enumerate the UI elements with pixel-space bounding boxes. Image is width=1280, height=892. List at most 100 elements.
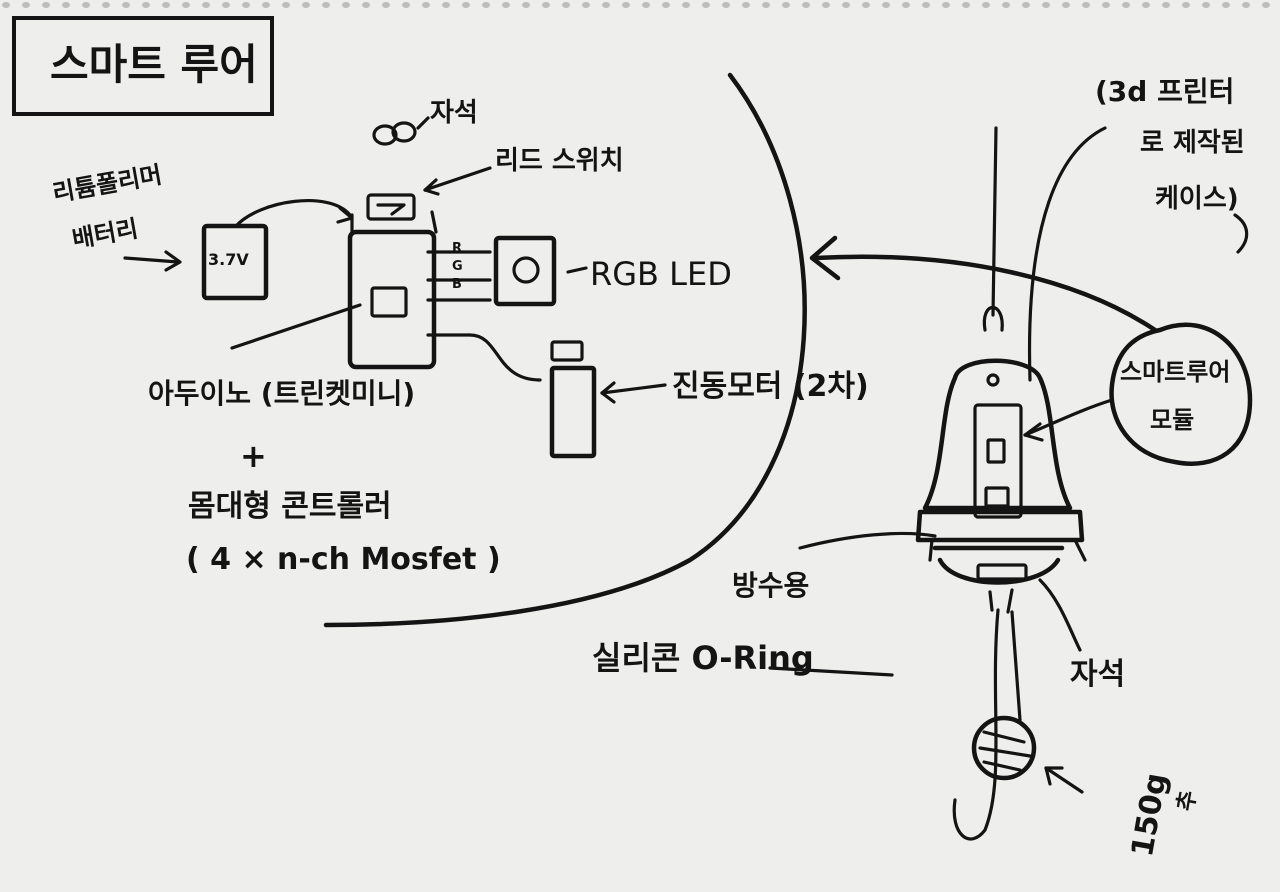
binding-hole [522, 2, 530, 8]
rgb-pin-label: R G B [452, 241, 463, 292]
binding-hole [1082, 2, 1090, 8]
arduino-arrow [230, 303, 362, 350]
binding-hole [722, 2, 730, 8]
plus-label: + [240, 437, 267, 475]
binding-hole [902, 2, 910, 8]
case-arrow [1027, 126, 1107, 382]
controller-label: 몸대형 콘트롤러 [188, 489, 392, 524]
binding-hole [862, 2, 870, 8]
binding-hole [882, 2, 890, 8]
binding-hole [942, 2, 950, 8]
binding-hole [962, 2, 970, 8]
binding-hole [142, 2, 150, 8]
binding-hole [662, 2, 670, 8]
vibration-motor-drawing [468, 333, 667, 459]
binding-hole [202, 2, 210, 8]
battery-voltage-label: 3.7V [208, 250, 249, 269]
binding-hole [1002, 2, 1010, 8]
vibration-motor-label: 진동모터 (2차) [672, 369, 869, 404]
binding-hole [602, 2, 610, 8]
binding-hole [622, 2, 630, 8]
lure-body-drawing [915, 126, 1087, 841]
binding-hole [82, 2, 90, 8]
binding-hole [1022, 2, 1030, 8]
binding-hole [642, 2, 650, 8]
binding-hole [442, 2, 450, 8]
binding-hole [322, 2, 330, 8]
case-label-line1: (3d 프린터 [1095, 75, 1235, 108]
binding-hole [2, 2, 10, 8]
binding-hole [1182, 2, 1190, 8]
battery-drawing [123, 199, 354, 301]
reed-switch-drawing [350, 166, 492, 234]
waterproof-label: 방수용 [732, 569, 810, 602]
binding-hole [1162, 2, 1170, 8]
oring-label: 실리콘 O-Ring [592, 639, 814, 677]
arduino-label: 아두이노 (트린켓미니) [148, 377, 416, 410]
binding-hole [242, 2, 250, 8]
binding-hole [302, 2, 310, 8]
binding-hole [1102, 2, 1110, 8]
binding-hole [1062, 2, 1070, 8]
binding-hole [282, 2, 290, 8]
binding-hole [22, 2, 30, 8]
binding-hole [62, 2, 70, 8]
mosfet-label: ( 4 × n-ch Mosfet ) [186, 542, 501, 577]
binding-hole [122, 2, 130, 8]
binding-hole [1262, 2, 1270, 8]
arduino-board [347, 229, 492, 370]
binding-hole [382, 2, 390, 8]
binding-hole [922, 2, 930, 8]
binding-hole [982, 2, 990, 8]
binding-hole [1042, 2, 1050, 8]
binding-hole [402, 2, 410, 8]
rgb-led-drawing [493, 235, 588, 307]
magnet-bottom-label: 자석 [1070, 657, 1126, 692]
binding-hole [102, 2, 110, 8]
binding-hole [42, 2, 50, 8]
binding-hole [582, 2, 590, 8]
rgb-led-label: RGB LED [590, 255, 732, 293]
module-bubble [1109, 322, 1253, 466]
binding-hole [742, 2, 750, 8]
binding-hole [362, 2, 370, 8]
module-label-line1: 스마트루어 [1120, 358, 1231, 386]
binding-hole [822, 2, 830, 8]
binding-hole [542, 2, 550, 8]
magnet-top-drawing [372, 116, 430, 146]
binding-hole [502, 2, 510, 8]
binding-hole [182, 2, 190, 8]
module-to-sketch-arrow [812, 254, 1158, 333]
binding-hole [702, 2, 710, 8]
binding-hole [1242, 2, 1250, 8]
title-box: 스마트 루어 [12, 16, 274, 116]
binding-hole [222, 2, 230, 8]
divider-arc [323, 72, 807, 628]
binding-hole [562, 2, 570, 8]
case-label-line2: 로 제작된 [1140, 128, 1245, 158]
page-title: 스마트 루어 [50, 40, 258, 89]
module-label-line2: 모듈 [1150, 406, 1195, 434]
case-label-line3: 케이스) [1155, 184, 1239, 214]
spiral-binding [2, 2, 1270, 8]
binding-hole [782, 2, 790, 8]
binding-hole [1142, 2, 1150, 8]
weight-label-suffix: 추 [1173, 788, 1202, 814]
binding-hole [422, 2, 430, 8]
binding-hole [1122, 2, 1130, 8]
binding-hole [482, 2, 490, 8]
binding-hole [262, 2, 270, 8]
binding-hole [462, 2, 470, 8]
oring-pointer [798, 531, 937, 550]
magnet-top-label: 자석 [430, 98, 478, 128]
binding-hole [762, 2, 770, 8]
binding-hole [842, 2, 850, 8]
binding-hole [1202, 2, 1210, 8]
binding-hole [802, 2, 810, 8]
binding-hole [682, 2, 690, 8]
binding-hole [1222, 2, 1230, 8]
binding-hole [162, 2, 170, 8]
binding-hole [342, 2, 350, 8]
reed-switch-label: 리드 스위치 [495, 146, 624, 176]
